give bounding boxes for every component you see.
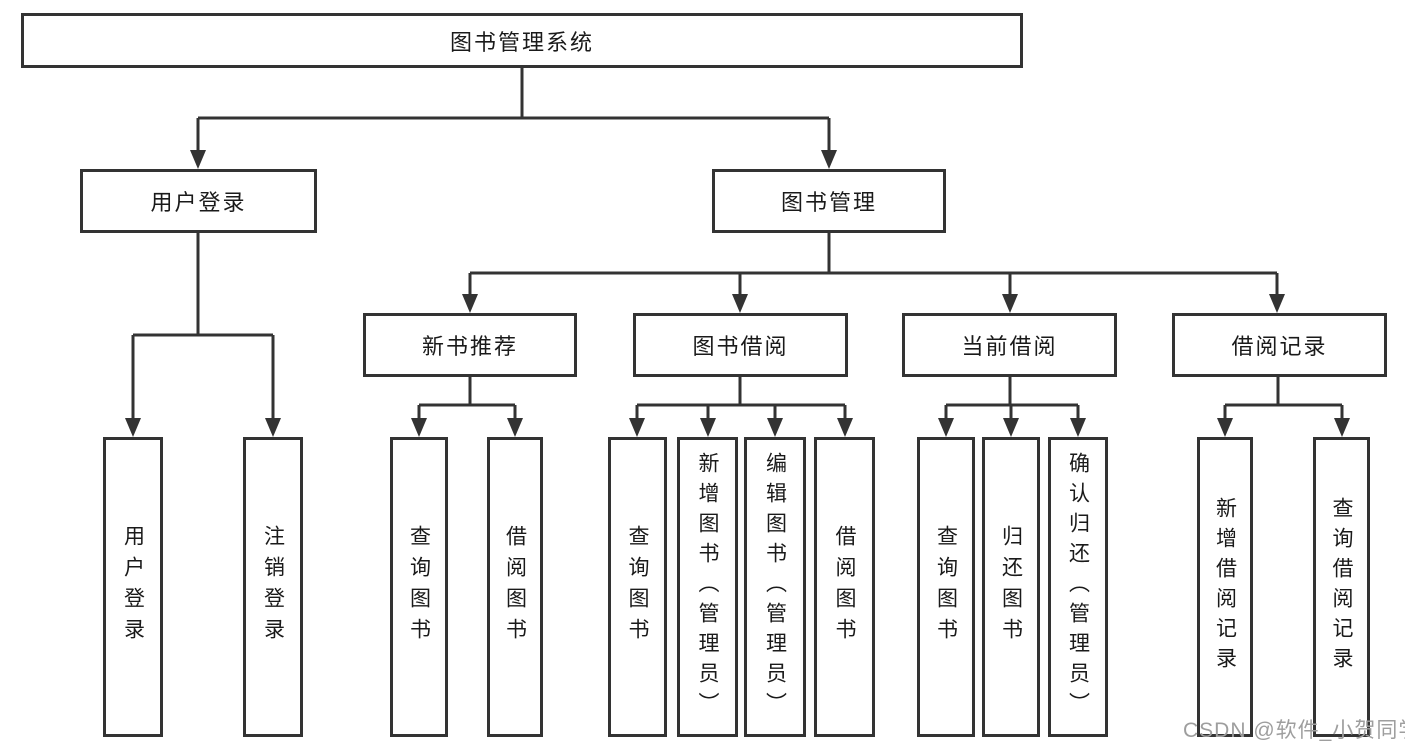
arrow-down-icon — [125, 418, 141, 437]
leaf-recommend-borrow-books: 借阅图书 — [487, 437, 543, 737]
arrow-down-icon — [732, 294, 748, 313]
leaf-logout: 注销登录 — [243, 437, 303, 737]
node-user-login: 用户登录 — [80, 169, 317, 233]
arrow-down-icon — [1002, 294, 1018, 313]
csdn-watermark: CSDN @软件_小贺同学 — [1183, 719, 1405, 742]
node-root-system: 图书管理系统 — [21, 13, 1023, 68]
arrow-down-icon — [411, 418, 427, 437]
arrow-down-icon — [837, 418, 853, 437]
node-new-book-recommend: 新书推荐 — [363, 313, 577, 377]
node-book-management: 图书管理 — [712, 169, 946, 233]
arrowheads — [125, 150, 1350, 437]
node-current-borrow: 当前借阅 — [902, 313, 1117, 377]
leaf-recommend-query-books: 查询图书 — [390, 437, 448, 737]
arrow-down-icon — [1334, 418, 1350, 437]
arrow-down-icon — [1269, 294, 1285, 313]
node-borrow-records: 借阅记录 — [1172, 313, 1387, 377]
node-book-borrow: 图书借阅 — [633, 313, 848, 377]
arrow-down-icon — [821, 150, 837, 169]
connector-borrow-records-branch — [1223, 377, 1344, 419]
arrow-down-icon — [507, 418, 523, 437]
arrow-down-icon — [462, 294, 478, 313]
leaf-user-login: 用户登录 — [103, 437, 163, 737]
arrow-down-icon — [938, 418, 954, 437]
leaf-add-books-admin: 新增图书（管理员） — [677, 437, 738, 737]
connector-book-management-branch — [468, 233, 1279, 295]
leaf-borrow-query-books: 查询图书 — [608, 437, 667, 737]
arrow-down-icon — [700, 418, 716, 437]
leaf-confirm-return-admin: 确认归还（管理员） — [1048, 437, 1108, 737]
arrow-down-icon — [265, 418, 281, 437]
leaf-return-books: 归还图书 — [982, 437, 1040, 737]
arrow-down-icon — [1003, 418, 1019, 437]
arrow-down-icon — [629, 418, 645, 437]
leaf-add-borrow-record: 新增借阅记录 — [1197, 437, 1253, 737]
arrow-down-icon — [767, 418, 783, 437]
leaf-edit-books-admin: 编辑图书（管理员） — [744, 437, 806, 737]
arrow-down-icon — [1070, 418, 1086, 437]
arrow-down-icon — [190, 150, 206, 169]
leaf-query-borrow-record: 查询借阅记录 — [1313, 437, 1370, 737]
connector-book-borrow-branch — [635, 377, 847, 419]
connector-root-branch — [196, 68, 831, 151]
connector-current-borrow-branch — [944, 377, 1080, 419]
arrow-down-icon — [1217, 418, 1233, 437]
connector-new-book-branch — [417, 377, 517, 419]
connector-user-login-branch — [131, 233, 275, 419]
leaf-borrow-books: 借阅图书 — [814, 437, 875, 737]
leaf-current-query-books: 查询图书 — [917, 437, 975, 737]
